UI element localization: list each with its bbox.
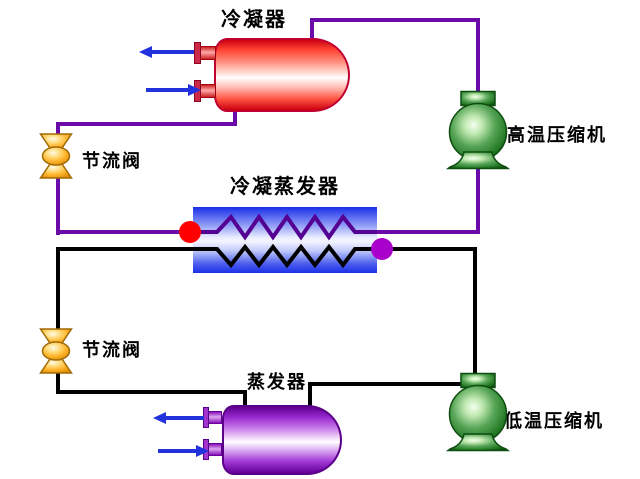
pipe-left-horizontal-purple <box>56 122 237 126</box>
evaporator-label: 蒸发器 <box>247 372 307 393</box>
chilled-water-in-line <box>158 449 198 453</box>
cooling-water-out-line <box>150 50 194 54</box>
pipe-top-horizontal <box>310 18 480 22</box>
pipe-hx-right-black <box>380 247 477 251</box>
low-temp-compressor-label: 低温压缩机 <box>504 411 604 432</box>
condenser-label: 冷凝器 <box>221 7 287 31</box>
high-temp-compressor <box>446 90 510 170</box>
right-junction-dot <box>371 238 393 260</box>
pipe-condenser-top-riser <box>310 18 314 42</box>
condenser-nozzle-bottom <box>200 84 216 98</box>
cascade-heat-exchanger-label: 冷凝蒸发器 <box>230 174 340 198</box>
throttle-valve-high-label: 节流阀 <box>82 151 142 172</box>
pipe-lt-compressor-vertical <box>473 247 477 378</box>
throttle-valve-low <box>39 328 73 374</box>
throttle-valve-high <box>39 133 73 179</box>
pipe-bottom-horizontal-black <box>56 390 247 394</box>
condenser-tank <box>214 38 350 112</box>
chilled-water-out-arrow <box>153 412 166 424</box>
throttle-valve-low-label: 节流阀 <box>82 340 142 361</box>
pipe-hx-left-black <box>56 247 196 251</box>
evaporator-tank <box>222 405 342 475</box>
pipe-condenser-outlet <box>233 108 237 126</box>
heat-exchanger-coils <box>193 213 377 269</box>
chilled-water-out-line <box>164 416 204 420</box>
pipe-evaporator-to-compressor <box>308 382 464 386</box>
evaporator-nozzle-bottom <box>208 443 222 456</box>
lt-coil-zigzag <box>193 243 377 269</box>
cooling-water-in-line <box>146 88 190 92</box>
cooling-water-out-arrow <box>139 46 152 58</box>
pipe-evaporator-outlet <box>308 382 312 409</box>
valve-body <box>41 146 71 166</box>
left-junction-dot <box>179 221 201 243</box>
low-temp-compressor <box>446 372 510 452</box>
pipe-evaporator-inlet <box>243 390 247 410</box>
high-temp-compressor-label: 高温压缩机 <box>507 125 607 146</box>
evaporator-nozzle-top <box>208 411 222 424</box>
condenser-nozzle-top <box>200 46 216 60</box>
chilled-water-in-arrow <box>196 445 209 457</box>
compressor-base <box>446 433 510 452</box>
pipe-hx-right-purple <box>374 230 480 234</box>
compressor-base <box>446 151 510 170</box>
condenser-flange-top <box>194 42 201 64</box>
valve-body <box>41 341 71 361</box>
pipe-left-vertical-black <box>56 247 60 394</box>
ht-coil-zigzag <box>193 213 377 241</box>
cooling-water-in-arrow <box>188 84 201 96</box>
pipe-hx-left-purple <box>56 230 190 234</box>
